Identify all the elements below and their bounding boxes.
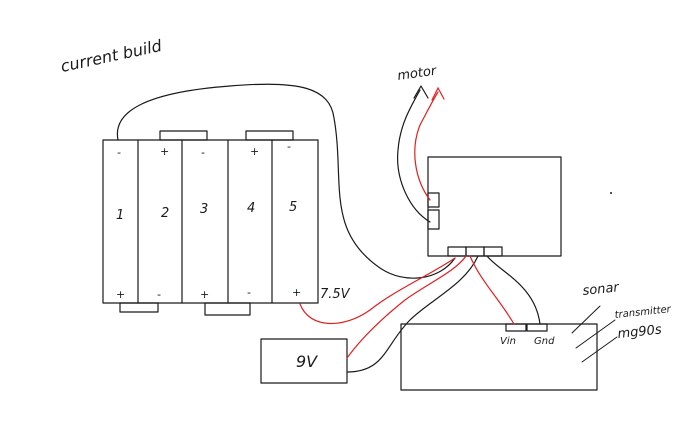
battery-pack-outline bbox=[102, 139, 319, 304]
sonar-label: sonar bbox=[582, 280, 621, 299]
cell-2-bottom-polarity: - bbox=[157, 288, 161, 301]
diagram-title: current build bbox=[59, 36, 164, 76]
cell-1-number: 1 bbox=[116, 208, 124, 223]
motor-wire-black bbox=[397, 89, 431, 223]
pack-loop-wire bbox=[116, 83, 456, 279]
cell-4-bottom-polarity: - bbox=[247, 286, 251, 299]
cell-5-bottom-polarity: + bbox=[292, 286, 301, 299]
battery-top-tab-2 bbox=[245, 130, 294, 141]
stray-dot bbox=[610, 192, 612, 194]
battery-bottom-tab-1 bbox=[119, 302, 159, 313]
motor-label: motor bbox=[396, 63, 438, 84]
servo-pointer bbox=[581, 336, 618, 363]
sonar-vin-wire bbox=[469, 255, 515, 325]
sonar-vin-pin bbox=[505, 323, 527, 332]
sonar-gnd-label: Gnd bbox=[534, 336, 555, 347]
controller-motor-port-2 bbox=[427, 209, 440, 230]
cell-2-top-polarity: + bbox=[160, 145, 169, 158]
cell-5-number: 5 bbox=[289, 200, 297, 215]
cell-1-bottom-polarity: + bbox=[116, 288, 125, 301]
transmitter-label: transmitter bbox=[614, 304, 672, 321]
pack-positive-wire bbox=[299, 257, 456, 325]
motor-wire-black-arrow bbox=[413, 85, 429, 99]
motor-controller bbox=[427, 156, 562, 257]
cell-5-top-polarity: - bbox=[287, 140, 291, 153]
sonar-pointer bbox=[571, 305, 601, 334]
controller-motor-port-1 bbox=[427, 192, 440, 208]
battery-top-tab-1 bbox=[159, 130, 208, 141]
battery-9v-negative-wire bbox=[346, 255, 479, 373]
sonar-vin-label: Vin bbox=[500, 336, 516, 347]
battery-bottom-tab-2 bbox=[204, 302, 251, 316]
battery-pack: - 1 + + 2 - - 3 + + 4 - - 5 + bbox=[102, 130, 319, 316]
controller-outline bbox=[427, 156, 562, 257]
controller-pin-3 bbox=[483, 246, 503, 257]
cell-3-number: 3 bbox=[200, 202, 208, 217]
battery-9v-label: 9V bbox=[296, 352, 318, 371]
controller-pin-2 bbox=[465, 246, 485, 257]
sonar-board: Vin Gnd bbox=[400, 323, 598, 391]
sonar-gnd-pin bbox=[526, 323, 548, 332]
battery-9v bbox=[260, 338, 348, 384]
cell-4-top-polarity: + bbox=[250, 145, 259, 158]
servo-label: mg90s bbox=[617, 322, 663, 342]
transmitter-pointer bbox=[575, 319, 616, 349]
cell-3-bottom-polarity: + bbox=[200, 288, 209, 301]
cell-2-number: 2 bbox=[161, 206, 169, 221]
motor-wire-red bbox=[414, 91, 439, 201]
voltage-label: 7.5V bbox=[320, 287, 351, 302]
cell-4-number: 4 bbox=[247, 201, 255, 216]
cell-1-top-polarity: - bbox=[117, 146, 121, 159]
sonar-gnd-wire bbox=[486, 255, 541, 325]
motor-wire-red-arrow bbox=[431, 86, 445, 101]
sonar-board-outline bbox=[400, 323, 598, 391]
controller-pin-1 bbox=[447, 246, 467, 257]
cell-3-top-polarity: - bbox=[201, 146, 205, 159]
battery-9v-positive-wire bbox=[346, 255, 467, 359]
